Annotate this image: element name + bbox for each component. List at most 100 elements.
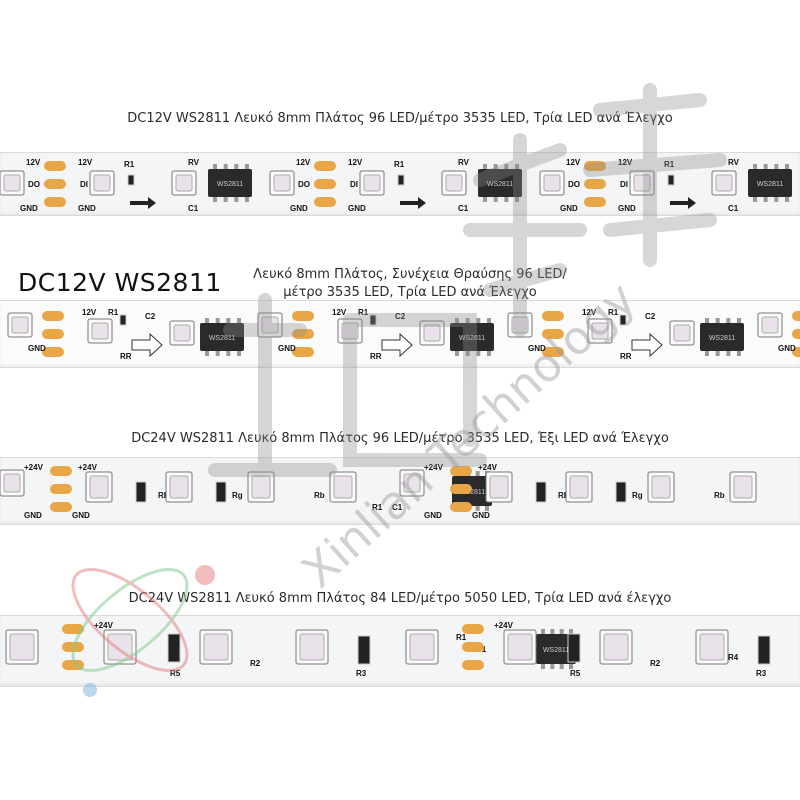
led-die bbox=[341, 322, 359, 340]
led-die bbox=[403, 473, 421, 493]
label-gnd: GND bbox=[290, 204, 308, 213]
ic-pin bbox=[226, 318, 231, 323]
solder-pad bbox=[450, 484, 472, 494]
led-die bbox=[489, 475, 509, 499]
led-die bbox=[107, 633, 133, 661]
label-gnd: GND bbox=[528, 344, 546, 353]
label-rb: Rb bbox=[314, 491, 325, 500]
ic-pin bbox=[569, 629, 573, 634]
solder-pad bbox=[792, 347, 800, 357]
led-die bbox=[423, 324, 441, 342]
ic-pin bbox=[475, 506, 480, 511]
led-die bbox=[11, 316, 29, 334]
resistor bbox=[667, 174, 675, 186]
label-r2: R2 bbox=[650, 659, 661, 668]
label-c1: C1 bbox=[458, 204, 469, 213]
label-c2: C2 bbox=[645, 312, 656, 321]
ic-marking: WS2811 bbox=[459, 489, 485, 496]
ic-pin bbox=[504, 164, 509, 169]
led-die bbox=[169, 475, 189, 499]
ic-marking: WS2811 bbox=[757, 181, 783, 188]
resistor bbox=[535, 481, 547, 503]
led-die bbox=[91, 322, 109, 340]
led-die bbox=[733, 475, 753, 499]
resistor bbox=[357, 635, 371, 665]
ic-marking: WS2811 bbox=[487, 181, 513, 188]
ic-pin bbox=[485, 506, 489, 511]
resistor bbox=[619, 314, 627, 326]
direction-arrow bbox=[631, 332, 663, 358]
ic-pin bbox=[237, 318, 241, 323]
resistor bbox=[127, 174, 135, 186]
ic-pin bbox=[213, 164, 217, 169]
label-c1: C1 bbox=[392, 503, 403, 512]
direction-arrow bbox=[130, 197, 156, 209]
ic-pin bbox=[550, 664, 555, 669]
direction-arrow bbox=[381, 332, 413, 358]
label-gnd: GND bbox=[778, 344, 796, 353]
solder-pad bbox=[584, 179, 606, 189]
label-12v: 12V bbox=[348, 158, 363, 167]
solder-pad bbox=[462, 642, 484, 652]
resistor bbox=[397, 174, 405, 186]
ic-chip bbox=[450, 323, 494, 351]
led-die bbox=[633, 174, 651, 192]
solder-pad bbox=[44, 179, 66, 189]
label-12v: 12V bbox=[296, 158, 311, 167]
ic-pin bbox=[493, 164, 498, 169]
label-c2: C2 bbox=[145, 312, 156, 321]
led-die bbox=[543, 174, 561, 192]
ic-pin bbox=[487, 318, 491, 323]
solder-pad bbox=[462, 660, 484, 670]
ic-chip bbox=[208, 169, 252, 197]
ic-marking: WS2811 bbox=[209, 335, 235, 342]
label-rv: RV bbox=[728, 158, 740, 167]
resistor bbox=[615, 481, 627, 503]
ic-pin bbox=[234, 197, 239, 202]
ic-pin bbox=[737, 351, 741, 356]
solder-pad bbox=[42, 347, 64, 357]
led-die bbox=[603, 633, 629, 661]
ic-chip bbox=[452, 476, 492, 506]
solder-pad bbox=[42, 311, 64, 321]
label-c1: C1 bbox=[728, 204, 739, 213]
label-r1: R1 bbox=[108, 308, 119, 317]
led-die bbox=[261, 316, 279, 334]
resistor bbox=[567, 633, 581, 663]
led-die bbox=[409, 633, 435, 661]
resistor bbox=[135, 481, 147, 503]
ic-pin bbox=[785, 197, 789, 202]
solder-pad bbox=[584, 197, 606, 207]
ic-pin bbox=[541, 629, 545, 634]
led-die bbox=[173, 324, 191, 342]
ic-pin bbox=[504, 197, 509, 202]
label-r1: R1 bbox=[394, 160, 405, 169]
solder-pad bbox=[462, 624, 484, 634]
solder-pad bbox=[314, 197, 336, 207]
label-r4: R4 bbox=[728, 653, 739, 662]
resistor bbox=[119, 314, 127, 326]
label-24v: +24V bbox=[24, 463, 44, 472]
solder-pad bbox=[584, 161, 606, 171]
label-c1: C1 bbox=[188, 204, 199, 213]
label-rv: RV bbox=[188, 158, 200, 167]
ic-pin bbox=[455, 318, 459, 323]
label-gnd: GND bbox=[560, 204, 578, 213]
solder-pad bbox=[50, 484, 72, 494]
solder-pad bbox=[542, 347, 564, 357]
solder-pad bbox=[44, 161, 66, 171]
ic-pin bbox=[559, 664, 564, 669]
led-die bbox=[699, 633, 725, 661]
ic-pin bbox=[476, 318, 481, 323]
strip1-caption: DC12V WS2811 Λευκό 8mm Πλάτος 96 LED/μέτ… bbox=[127, 111, 673, 126]
led-die bbox=[363, 174, 381, 192]
label-r5: R5 bbox=[570, 669, 581, 678]
label-gnd: GND bbox=[28, 344, 46, 353]
led-die bbox=[251, 475, 271, 499]
led-die bbox=[673, 324, 691, 342]
